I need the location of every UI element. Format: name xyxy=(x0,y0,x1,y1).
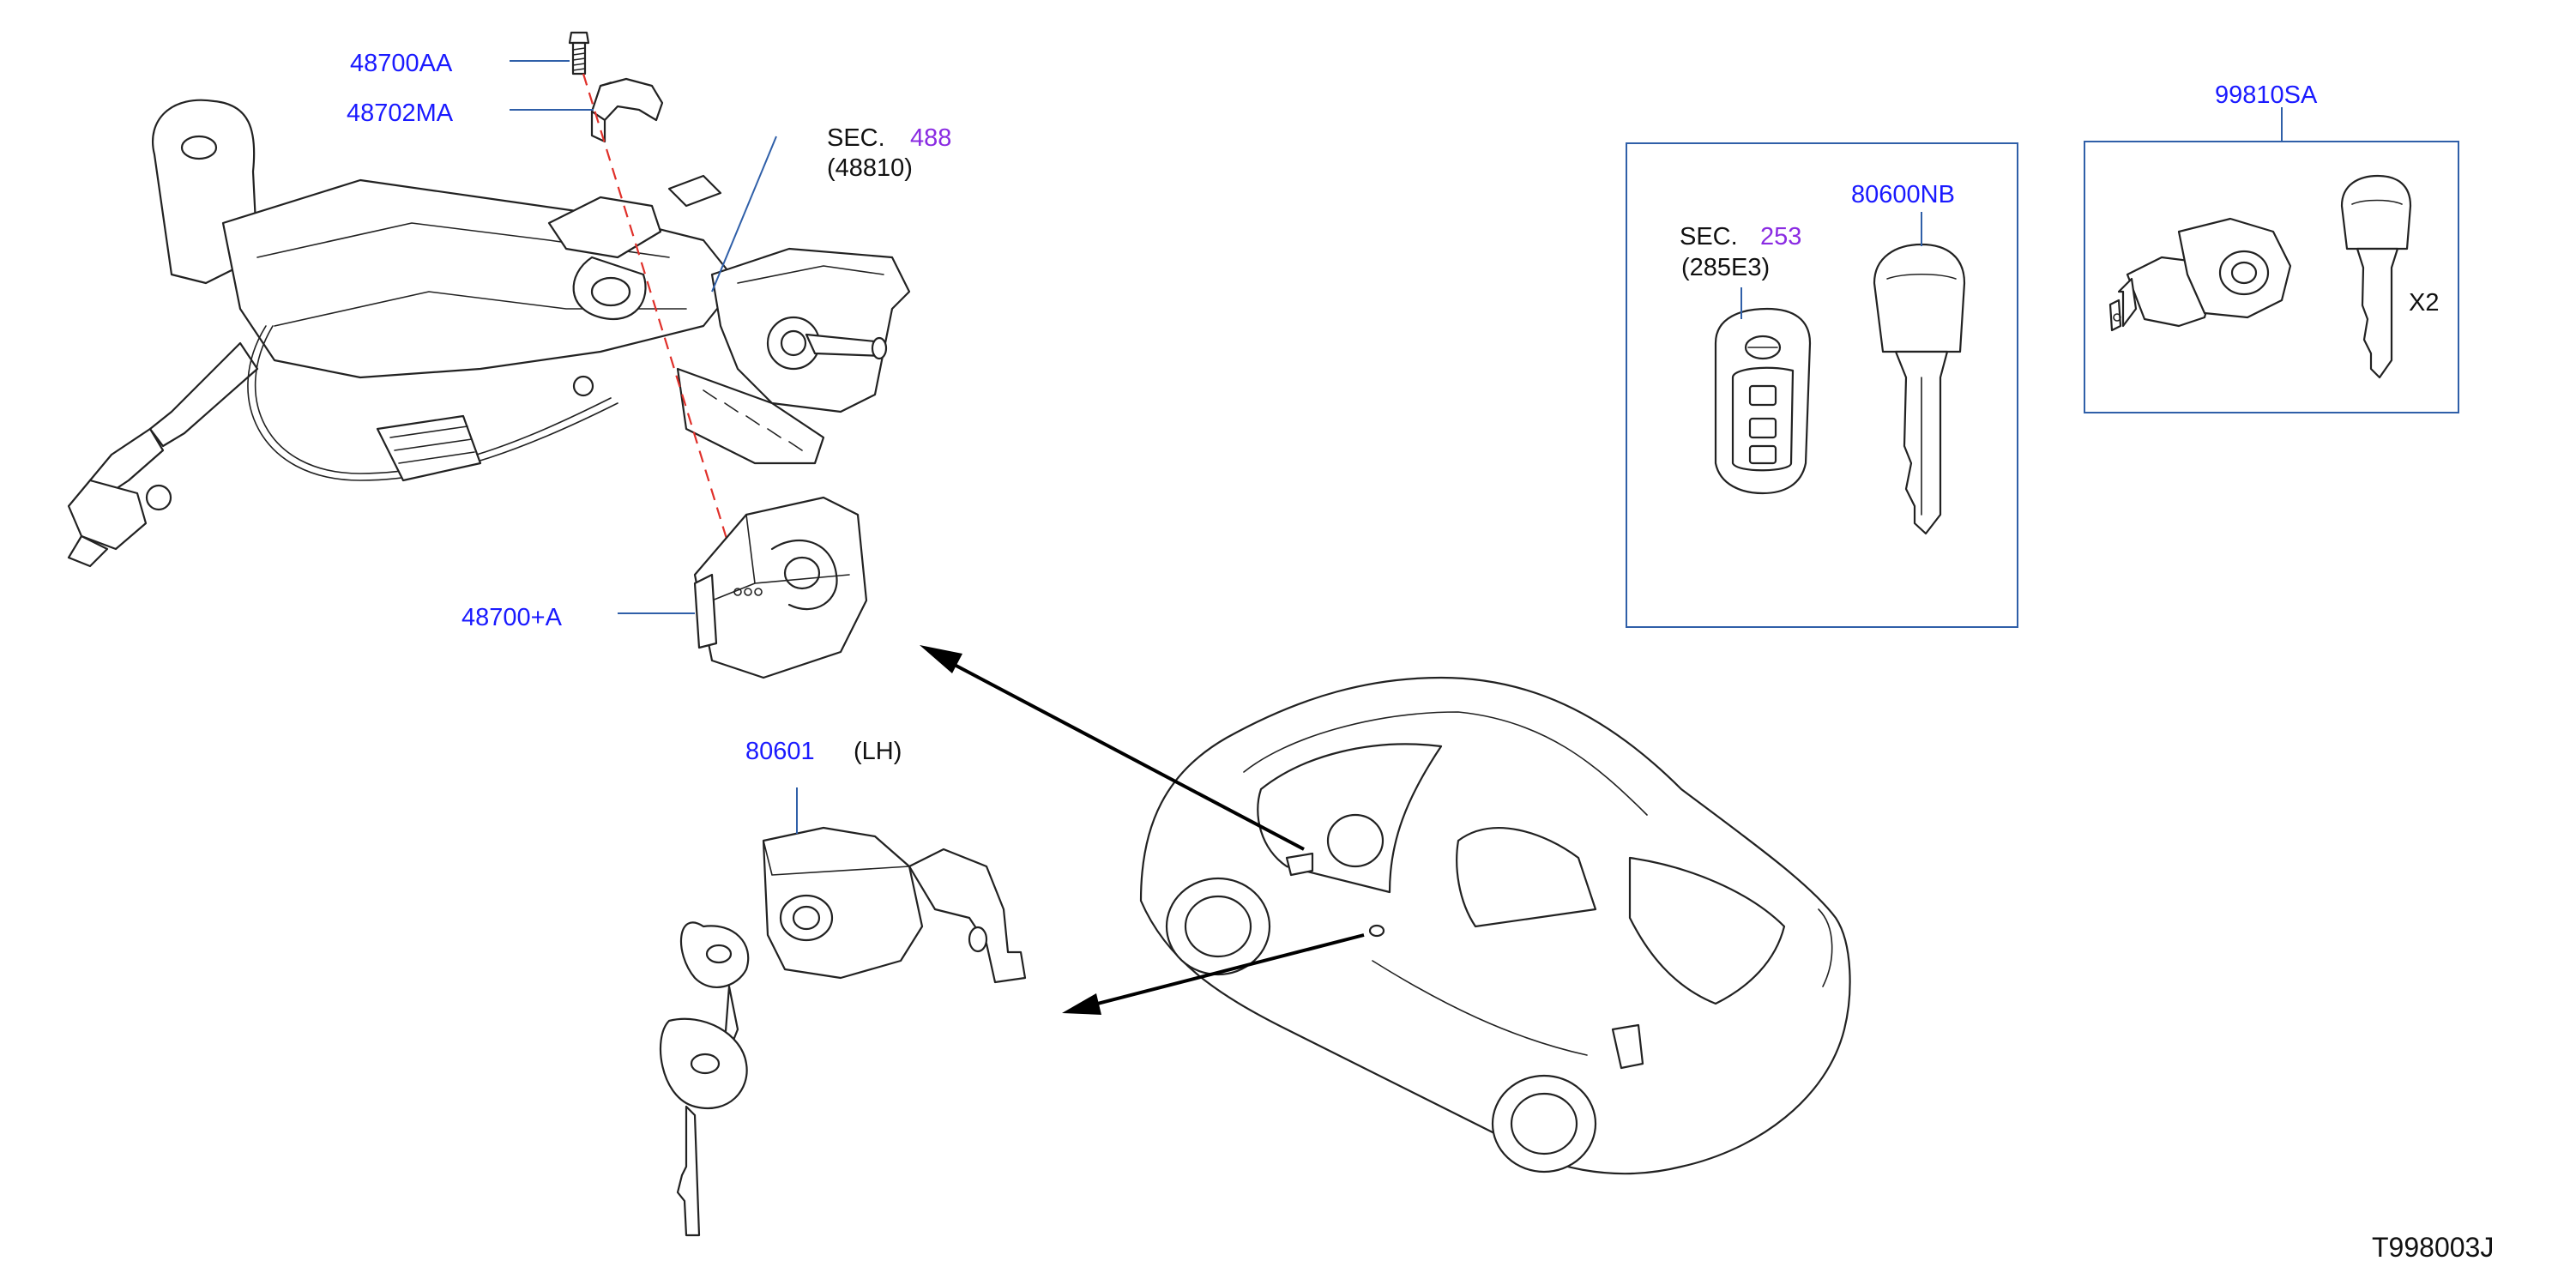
key-set-key-illustration xyxy=(2340,174,2412,379)
side-label-lh: (LH) xyxy=(854,738,902,765)
section-subcode-285E3: (285E3) xyxy=(1681,254,1770,281)
remote-key-frame xyxy=(1626,142,2018,628)
part-number-80600NB[interactable]: 80600NB xyxy=(1851,181,1955,208)
section-label-word-1: SEC. xyxy=(827,124,885,152)
part-number-80601[interactable]: 80601 xyxy=(745,738,815,765)
screw-illustration xyxy=(568,31,590,75)
arrow-to-ignition xyxy=(934,653,1305,851)
shear-clamp-illustration xyxy=(590,77,664,143)
arrow-to-ignition-head xyxy=(920,645,962,673)
quantity-x2: X2 xyxy=(2409,289,2439,317)
section-link-488[interactable]: 488 xyxy=(910,124,951,152)
part-number-48702MA[interactable]: 48702MA xyxy=(347,100,454,127)
section-label-word-2: SEC. xyxy=(1680,223,1738,250)
arrow-to-door-lock-head xyxy=(1062,993,1101,1015)
part-number-99810SA[interactable]: 99810SA xyxy=(2215,81,2318,109)
section-link-253[interactable]: 253 xyxy=(1760,223,1801,250)
arrows xyxy=(920,645,1365,1015)
part-number-48700-A[interactable]: 48700+A xyxy=(462,604,563,631)
door-lock-cylinder-illustration xyxy=(659,826,1027,1237)
mechanical-key-blank-illustration xyxy=(1873,243,1966,535)
arrow-to-door-lock xyxy=(1080,933,1365,1010)
section-subcode-48810: (48810) xyxy=(827,154,913,182)
figure-code: T998003J xyxy=(2372,1232,2494,1263)
steering-column-illustration xyxy=(67,99,911,568)
key-set-lock-illustration xyxy=(2108,217,2292,332)
alignment-dashed-line xyxy=(582,73,739,576)
part-number-48700AA[interactable]: 48700AA xyxy=(350,50,453,77)
car-illustration xyxy=(1139,676,1851,1175)
intelligent-key-fob-illustration xyxy=(1714,307,1812,495)
key-set-frame xyxy=(2084,141,2459,413)
leader-lines xyxy=(510,60,2283,834)
ignition-lock-module-illustration xyxy=(693,496,868,679)
